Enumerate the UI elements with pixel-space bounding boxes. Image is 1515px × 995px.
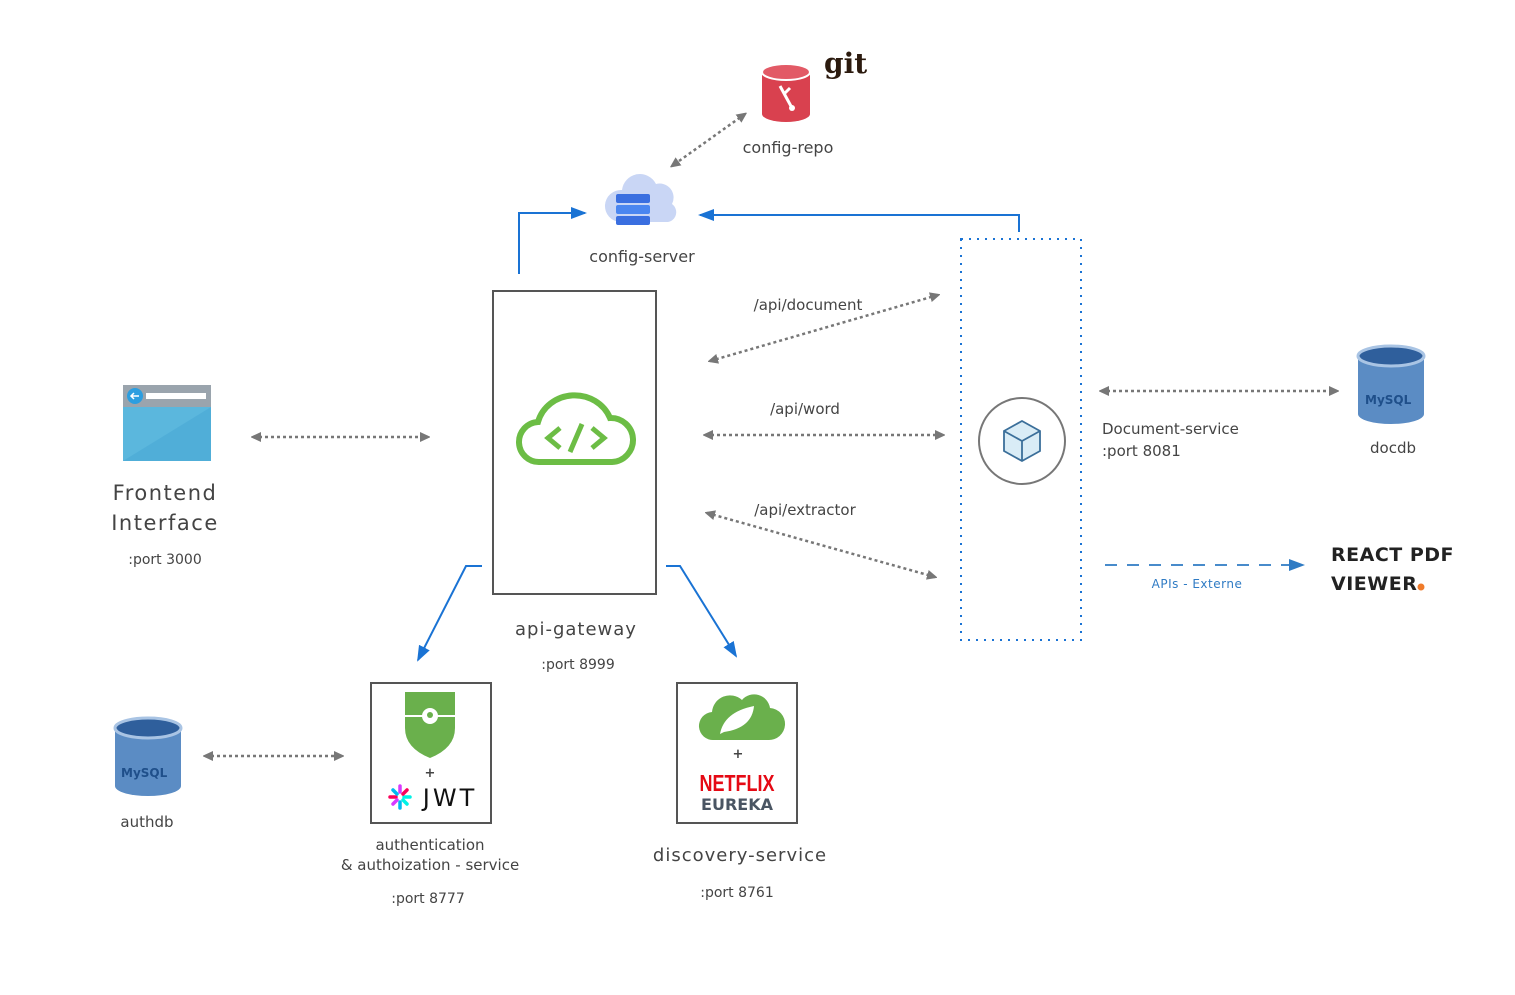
gateway-config-arrow	[518, 207, 587, 274]
git-repo-icon	[761, 63, 811, 122]
jwt-logo-icon	[388, 784, 412, 810]
frontend-label-line2: Interface	[111, 511, 219, 535]
repo-server-arrow	[672, 114, 745, 166]
frontend-port: :port 3000	[128, 552, 202, 568]
jwt-logo-text: JWT	[421, 784, 477, 812]
route-extractor-arrow	[707, 513, 935, 577]
auth-service-port: :port 8777	[391, 891, 465, 907]
orange-dot	[1417, 583, 1425, 591]
netflix-logo-text: NETFLIX	[700, 771, 775, 797]
route-word-label: /api/word	[770, 400, 840, 418]
gateway-auth-arrow	[417, 565, 482, 662]
discovery-service-port: :port 8761	[700, 885, 774, 901]
discovery-plus: +	[733, 747, 744, 762]
document-service-label: Document-service	[1102, 420, 1239, 438]
docservice-config-arrow	[698, 209, 1020, 232]
api-gateway-label: api-gateway	[515, 619, 637, 640]
shield-key-icon	[405, 692, 455, 758]
eureka-logo-text: EUREKA	[701, 795, 774, 814]
gateway-discovery-arrow	[666, 565, 738, 658]
document-service-port: :port 8081	[1102, 442, 1181, 460]
api-gateway-port: :port 8999	[541, 657, 615, 673]
react-pdf-viewer-line1: REACT PDF	[1331, 544, 1454, 566]
route-document-label: /api/document	[754, 296, 863, 314]
cube-icon	[1003, 419, 1041, 463]
document-service-container	[960, 238, 1082, 641]
external-api-label: APIs - Externe	[1152, 577, 1243, 591]
authdb-logo-text: MySQL	[121, 766, 168, 780]
authdb-label: authdb	[120, 813, 173, 831]
mysql-db-icon: MySQL	[113, 716, 183, 796]
browser-window-icon	[123, 385, 211, 461]
react-pdf-viewer-line2: VIEWER	[1331, 573, 1417, 595]
spring-leaf-icon	[698, 694, 786, 741]
config-repo-label: config-repo	[743, 138, 834, 157]
cloud-server-icon	[604, 174, 677, 225]
mysql-db-icon: MySQL	[1356, 344, 1426, 424]
frontend-label-line1: Frontend	[113, 481, 218, 505]
discovery-service-label: discovery-service	[653, 845, 827, 866]
git-logo-text: git	[824, 47, 867, 80]
config-server-label: config-server	[589, 247, 695, 266]
route-extractor-label: /api/extractor	[754, 501, 856, 519]
docdb-logo-text: MySQL	[1365, 393, 1412, 407]
auth-plus: +	[425, 766, 436, 781]
cloud-code-icon	[515, 392, 636, 466]
docdb-label: docdb	[1370, 439, 1416, 457]
auth-service-label-line1: authentication	[375, 836, 484, 854]
auth-service-label-line2: & authoization - service	[341, 856, 519, 874]
